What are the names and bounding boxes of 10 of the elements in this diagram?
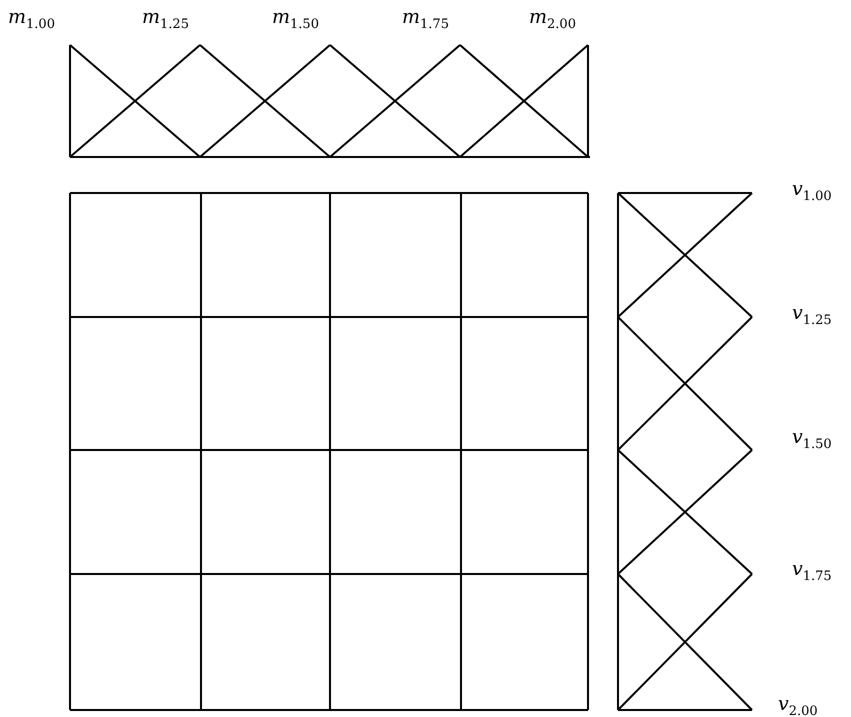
membership-label: m$_{1.50}$ — [272, 8, 319, 31]
membership-label: v$_{1.25}$ — [792, 304, 832, 327]
membership-label: v$_{1.75}$ — [792, 560, 832, 583]
membership-label: v$_{2.00}$ — [778, 695, 818, 717]
membership-label: m$_{1.25}$ — [142, 8, 189, 31]
membership-label: m$_{1.75}$ — [402, 8, 449, 31]
membership-label: v$_{1.00}$ — [792, 180, 832, 203]
membership-label: m$_{1.00}$ — [8, 8, 55, 31]
membership-label: m$_{2.00}$ — [529, 8, 576, 31]
membership-label: v$_{1.50}$ — [792, 428, 832, 451]
